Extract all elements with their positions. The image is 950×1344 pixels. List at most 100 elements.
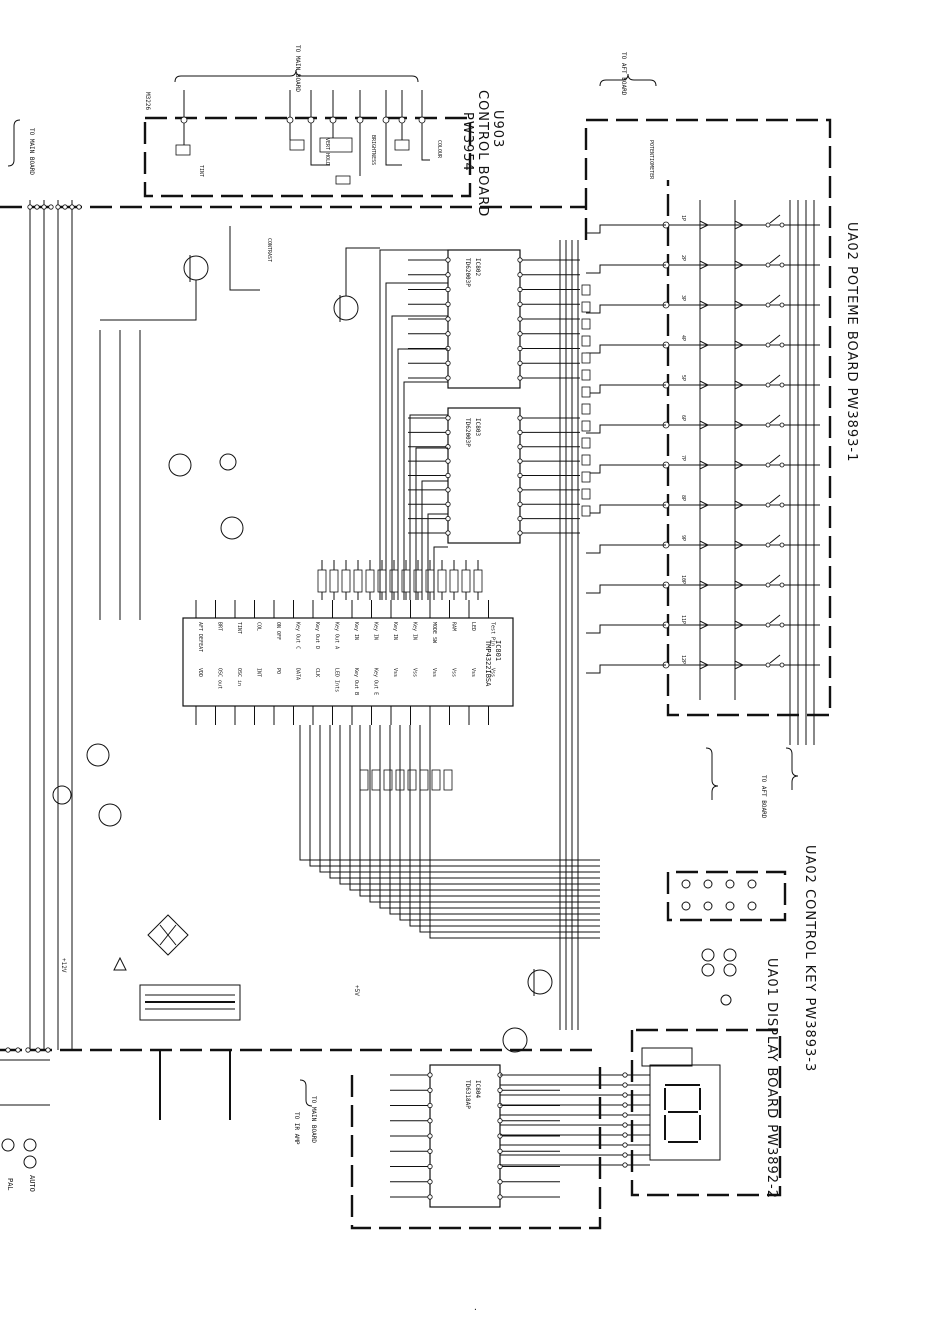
- ic801-pin-label: DATA: [295, 668, 301, 680]
- ic803-ref: IC803: [474, 418, 481, 436]
- ic802-part: TD62003P: [464, 258, 471, 287]
- label-contrast: CONTRAST: [266, 238, 272, 262]
- ic801-pin-label: MODE SW: [431, 622, 437, 644]
- u903-name: CONTROL BOARD: [475, 90, 490, 217]
- ic801-pin-label: Key IN: [373, 622, 379, 640]
- ic801-ref: IC801: [494, 640, 502, 661]
- ic801-pin-label: Key Out C: [295, 622, 301, 649]
- ic801-pin-label: Key Out A: [334, 622, 340, 649]
- label-colour: COLOUR: [436, 140, 442, 159]
- ic801-pin-label: BRT: [217, 622, 223, 631]
- to-main-board-left: TO MAIN BOARD: [28, 128, 35, 175]
- ic801-pin-label: Vss: [412, 668, 418, 677]
- pot-row: 11P: [586, 614, 820, 634]
- control-key-title: UA02 CONTROL KEY PW3893-3: [802, 845, 817, 1072]
- ic801-pin-label: Vss: [490, 668, 496, 677]
- ic801-pin-label: VDD: [197, 668, 203, 677]
- ic801-pin-label: Key IN: [392, 622, 398, 640]
- page-ref: M3226: [144, 92, 151, 110]
- pot-board-title: UA02 POTEME BOARD PW3893-1: [844, 222, 859, 462]
- pot-channel-label: 10P: [680, 575, 686, 584]
- ic801-pin-label: COL: [256, 622, 262, 631]
- ic801-part: TMP4322IBSA: [484, 640, 492, 687]
- pot-channel-label: 5P: [680, 375, 686, 381]
- ic801-pin-label: CLK: [314, 668, 320, 677]
- pot-channel-label: 12P: [680, 655, 686, 664]
- ic801-pin-label: Vss: [451, 668, 457, 677]
- ic801-pin-label: Vss: [470, 668, 476, 677]
- ic801-pin-label: INT: [256, 668, 262, 677]
- ic801-pin-label: Key Out E: [373, 668, 379, 695]
- ic801-pin-label: OSC in: [236, 668, 242, 686]
- pot-channel-label: 4P: [680, 335, 686, 341]
- ic801-pin-label: Key Out B: [353, 668, 359, 695]
- control-key-buttons: [681, 879, 757, 1006]
- pal-label: PAL: [6, 1178, 14, 1191]
- ic802-ref: IC802: [474, 258, 481, 276]
- display-board-title: UA01 DISPLAY BOARD PW3892-2: [764, 958, 779, 1199]
- pot-row: 4P: [586, 334, 820, 354]
- pot-row: 8P: [586, 494, 820, 514]
- pot-row: 7P: [586, 454, 820, 474]
- to-ir-amp: TO IR AMP: [293, 1112, 300, 1145]
- ic804: IC804 TD6318AP: [429, 1064, 501, 1208]
- ic801-pin-label: Test Pin: [490, 622, 496, 646]
- ic801-pin-label: ON OFF: [275, 622, 281, 640]
- pot-row: 5P: [586, 374, 820, 394]
- ic801-pin-label: Vss: [392, 668, 398, 677]
- pot-channel-label: 2P: [680, 255, 686, 261]
- to-main-board-top: TO MAIN BOARD: [294, 45, 301, 92]
- ic801-pin-label: LED: [470, 622, 476, 631]
- ic801-pin-label: RAM: [451, 622, 457, 631]
- ic804-ref: IC804: [474, 1080, 481, 1098]
- pot-channel-label: 7P: [680, 455, 686, 461]
- pot-channel-label: 11P: [680, 615, 686, 624]
- pot-channel-label: 1P: [680, 215, 686, 221]
- ic801-pin-label: Key IN: [412, 622, 418, 640]
- label-brightness: BRIGHTNESS: [370, 135, 376, 165]
- u903-code: PW3954: [460, 112, 475, 172]
- ic801-pin-label: PO: [275, 668, 281, 674]
- ic801-pin-label: AFT DEFEAT: [197, 622, 203, 652]
- power-section: +12V +5V: [60, 914, 360, 1021]
- pot-row: 6P: [586, 414, 820, 434]
- auto-label: AUTO: [28, 1175, 36, 1192]
- left-bottom-leds: [0, 1059, 50, 1169]
- pot-row: 10P: [586, 574, 820, 594]
- pot-row: 9P: [586, 534, 820, 554]
- ic801-pin-label: Key Out D: [314, 622, 320, 649]
- stray-mark: ·: [473, 1305, 478, 1314]
- ic801-pin-label: Vss: [431, 668, 437, 677]
- top-connector-brace: [7, 69, 799, 1107]
- pot-channel-label: 8P: [680, 495, 686, 501]
- pot-channel-label: 3P: [680, 295, 686, 301]
- ic803: IC803 TD62003P: [447, 407, 521, 544]
- connector-labels: TO MAIN BOARD TO AFT BOARD TO AFT BOARD …: [6, 45, 767, 1192]
- ic801-pin-label: LED Ints: [334, 668, 340, 692]
- label-potentiometer: POTENTIOMETER: [648, 140, 654, 180]
- pot-board-rows: 1P 2P 3P 4P 5P 6P 7P 8P 9P 10P 11P 12P: [586, 200, 820, 745]
- pot-row: 1P: [586, 214, 820, 234]
- pot-channel-label: 6P: [680, 415, 686, 421]
- ic802: IC802 TD62003P: [447, 249, 521, 389]
- bus-wires: [5, 200, 650, 1200]
- u903-ref: U903: [490, 110, 505, 148]
- ic804-part: TD6318AP: [464, 1080, 471, 1109]
- pot-row: 12P: [586, 654, 820, 674]
- ic801-pin-label: OSC out: [217, 668, 223, 689]
- ic803-part: TD62003P: [464, 418, 471, 447]
- label-tint: TINT: [198, 165, 204, 177]
- pot-row: 2P: [586, 254, 820, 274]
- supply-plus-5v: +5V: [353, 985, 360, 996]
- u903-pots: TINT VERT HOLD BRIGHTNESS COLOUR: [175, 90, 442, 185]
- to-aft-board-top: TO AFT BOARD: [620, 52, 627, 96]
- transistors: CONTRAST: [52, 226, 553, 1053]
- to-aft-board-bottom: TO AFT BOARD: [760, 775, 767, 819]
- pot-row: 3P: [586, 294, 820, 314]
- label-vert-hold: VERT HOLD: [324, 138, 330, 165]
- board-titles: UA02 POTEME BOARD PW3893-1 UA02 CONTROL …: [460, 90, 859, 1199]
- supply-plus-12v: +12V: [60, 958, 67, 973]
- ic801-pin-label: Key IN: [353, 622, 359, 640]
